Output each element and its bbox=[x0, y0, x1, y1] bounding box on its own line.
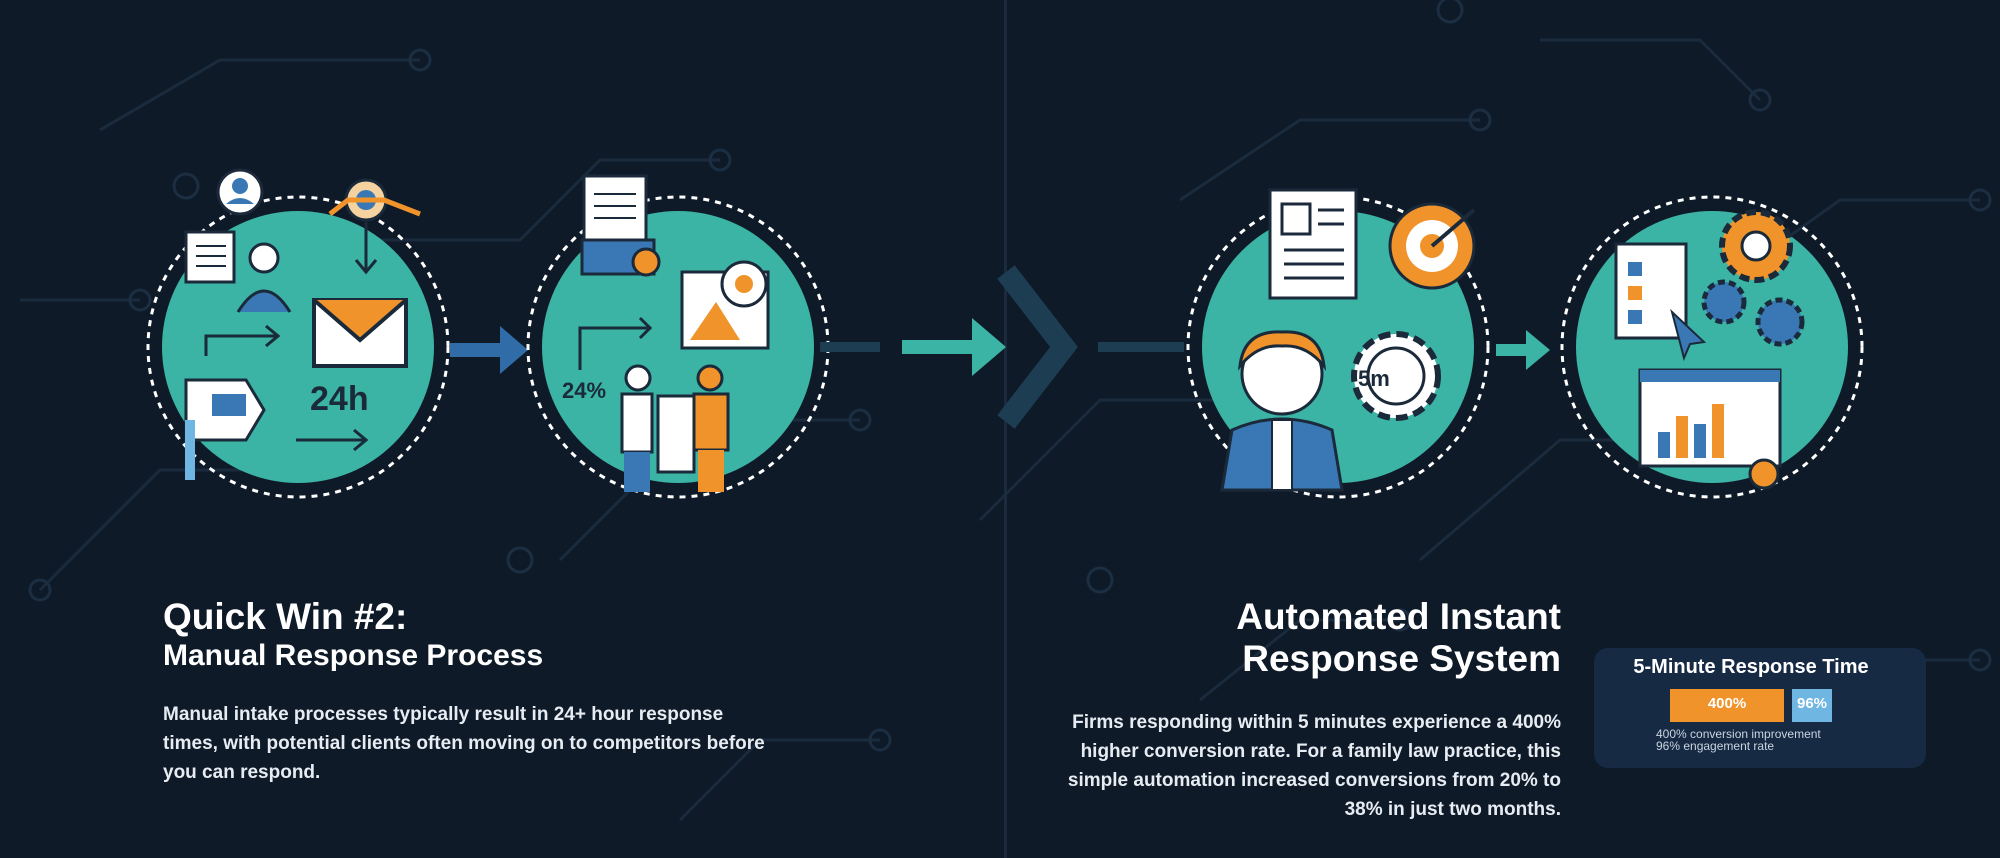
image-chat-icon bbox=[680, 260, 770, 350]
conversion-bar-label: 400% bbox=[1707, 695, 1747, 712]
arrow-head-icon bbox=[1526, 330, 1550, 370]
bar-chart-window-icon bbox=[1638, 368, 1782, 490]
automated-response-section: Automated Instant Response System Firms … bbox=[1050, 596, 1561, 843]
stat-caption-line2: 96% engagement rate bbox=[1656, 739, 1775, 753]
section-description: Firms responding within 5 minutes experi… bbox=[1067, 712, 1561, 820]
person-icon bbox=[236, 242, 292, 313]
manual-response-section: Quick Win #2: Manual Response Process Ma… bbox=[163, 596, 783, 806]
flow-arrow-icon bbox=[296, 428, 369, 452]
section-subtitle: Manual Response Process bbox=[163, 639, 544, 672]
contract-icon bbox=[580, 174, 661, 277]
stat-caption-line1: 400% conversion improvement bbox=[1656, 727, 1821, 741]
engagement-bar-label: 96% bbox=[1796, 695, 1828, 712]
stat-card-title: 5-Minute Response Time bbox=[1633, 656, 1869, 678]
percentage-label: 24% bbox=[562, 378, 606, 403]
response-time-stat-card: 5-Minute Response Time 400% 96% 400% con… bbox=[1594, 648, 1926, 768]
user-avatar-icon bbox=[216, 168, 264, 216]
id-card-icon bbox=[184, 378, 266, 480]
cursor-icon bbox=[1670, 308, 1707, 362]
chevron-right-icon bbox=[997, 265, 1078, 429]
response-minutes-label: 5m bbox=[1358, 366, 1390, 391]
illustration-row: 24h 24% bbox=[146, 168, 1864, 499]
people-icon bbox=[620, 364, 730, 492]
target-icon bbox=[1388, 202, 1476, 290]
section-title: Quick Win #2: bbox=[163, 596, 408, 637]
document-icon bbox=[184, 230, 236, 284]
flow-arrow-icon bbox=[578, 316, 653, 370]
arrow-head-icon bbox=[500, 326, 528, 374]
profile-document-icon bbox=[1268, 188, 1358, 300]
engagement-bar: 96% bbox=[1792, 689, 1832, 722]
arrow-head-icon bbox=[972, 318, 1006, 376]
stat-caption: 400% conversion improvement 96% engageme… bbox=[1656, 728, 1821, 752]
flow-arrow-icon bbox=[204, 324, 281, 356]
section-divider bbox=[1004, 0, 1007, 858]
conversion-bar: 400% bbox=[1670, 689, 1784, 722]
section-title-line2: Response System bbox=[1242, 638, 1561, 679]
response-time-label: 24h bbox=[310, 380, 369, 418]
envelope-icon bbox=[312, 298, 408, 368]
gear-icon bbox=[1351, 331, 1441, 421]
section-description: Manual intake processes typically result… bbox=[163, 704, 765, 783]
attorney-person-icon bbox=[1220, 330, 1344, 492]
location-pin-icon bbox=[328, 178, 421, 275]
section-title-line1: Automated Instant bbox=[1236, 596, 1561, 637]
gears-icon bbox=[1701, 209, 1805, 347]
